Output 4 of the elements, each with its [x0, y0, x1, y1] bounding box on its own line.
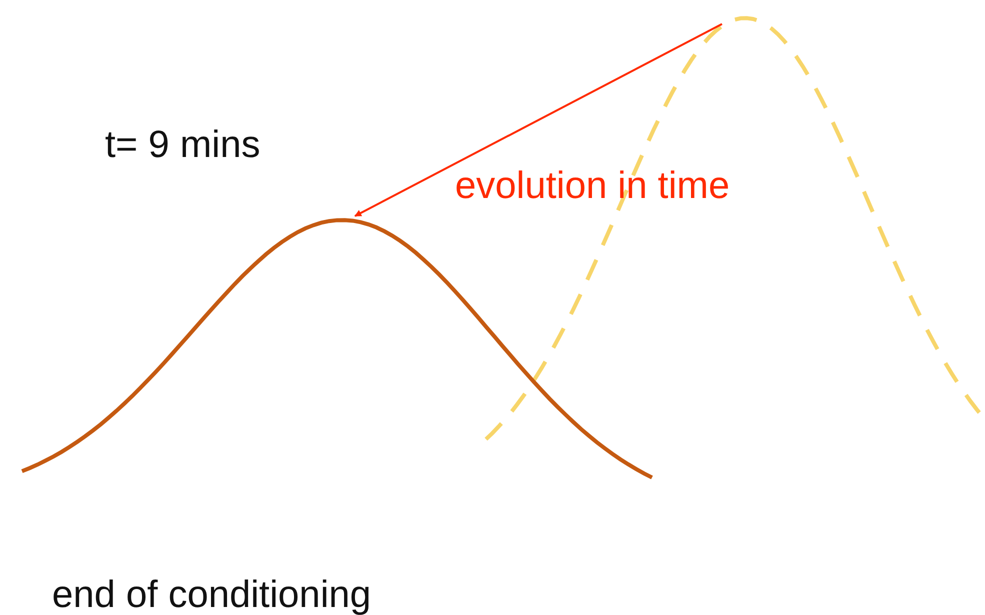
- annotation-text: t= 9 mins: [105, 125, 260, 167]
- edge-label: evolution in time: [455, 166, 730, 208]
- annotation-text: end of conditioning: [52, 575, 372, 615]
- arrow: [354, 23, 722, 217]
